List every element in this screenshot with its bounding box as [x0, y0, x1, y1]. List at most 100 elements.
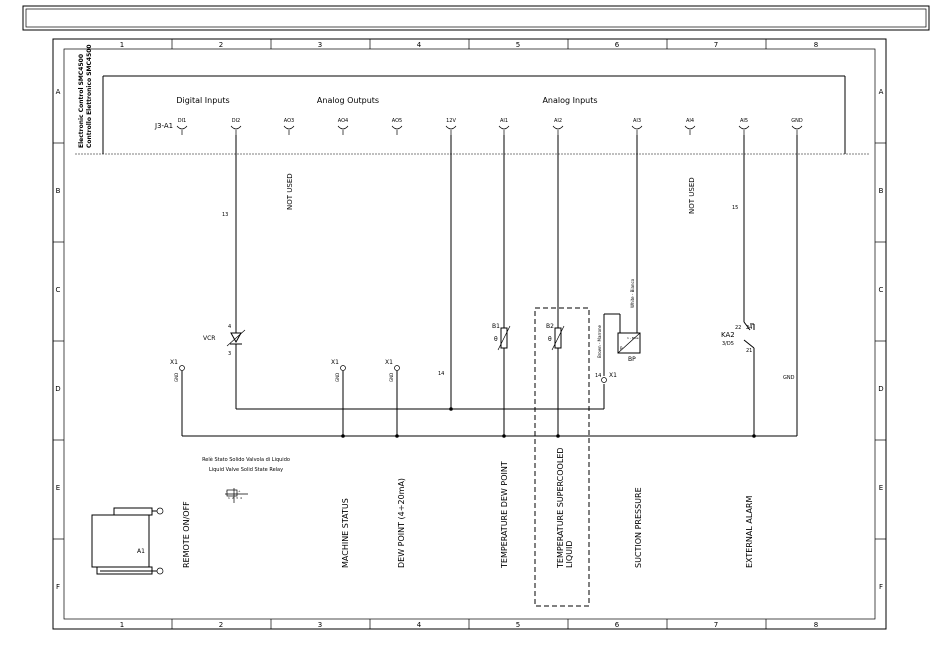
terminal-label: AI3	[633, 118, 641, 124]
controller-title-it: Controllo Elettronico SMC4500	[86, 44, 93, 148]
terminal-ao5: AO5	[391, 118, 403, 135]
b2-label: B2	[546, 323, 554, 330]
wire-number: 22	[735, 325, 741, 331]
terminal-strip: DI1 DI2 AO3 AO4 AO5 12V AI1 AI2	[176, 118, 803, 135]
bp-label: BP	[628, 356, 636, 363]
ka2-label: KA2	[721, 331, 735, 339]
cable-bp-label: White - Bianco	[630, 278, 635, 308]
not-used-label: NOT USED	[688, 177, 696, 214]
relay-pin-4: 4	[240, 496, 242, 500]
controller-title-en: Electronic Control SMC4500	[78, 54, 85, 148]
column-label-bottom: 4	[417, 621, 422, 629]
terminal-label: AI5	[740, 118, 748, 124]
row-label: D	[55, 385, 60, 393]
column-label-bottom: 6	[615, 621, 620, 629]
column-label: 1	[120, 41, 124, 49]
a1-label: A1	[137, 548, 145, 555]
row-label-right: B	[879, 187, 884, 195]
a1-module: A1	[91, 507, 164, 575]
relay-pin-minus: -	[226, 489, 227, 493]
terminal-di1: DI1	[176, 118, 188, 135]
row-label: F	[56, 583, 60, 591]
terminal-ai3: AI3	[631, 118, 643, 135]
wire-number: 3	[228, 351, 231, 357]
terminal-ao3: AO3	[283, 118, 295, 135]
row-label-right: D	[878, 385, 883, 393]
relay-pin-3: 3	[236, 496, 238, 500]
x1-terminal: X1 GND	[170, 359, 185, 382]
relay-caption-en: Liquid Valve Solid State Relay	[209, 467, 283, 473]
function-remote-on-off: REMOTE ON/OFF	[182, 501, 191, 568]
group-label-analog-outputs: Analog Outputs	[317, 96, 379, 105]
row-label: B	[56, 187, 61, 195]
x1-gnd-label: GND	[335, 373, 340, 382]
b2-sensor: B2 θ	[546, 323, 565, 351]
x1-label: X1	[609, 372, 617, 379]
terminal-label: GND	[791, 118, 803, 124]
x1-gnd-label: GND	[389, 373, 394, 382]
not-used-label: NOT USED	[286, 173, 294, 210]
bp-transducer: 1 - Blue P BP White - Bianco Brown - Mar…	[597, 278, 641, 363]
column-label: 4	[417, 41, 422, 49]
row-label: E	[56, 484, 60, 492]
terminal-ai4: AI4	[684, 118, 696, 135]
row-label-right: C	[879, 286, 884, 294]
terminal-label: AI4	[686, 118, 694, 124]
vcr-component: VCR	[203, 325, 246, 352]
x1-terminals: X1 GND X1 GND X1 GND X1	[170, 359, 617, 383]
b2-theta: θ	[548, 336, 552, 343]
x1-gnd-label: GND	[174, 373, 179, 382]
x1-terminal: X1 GND	[385, 359, 400, 382]
row-labels: A B C D E F A B C D E F	[55, 88, 883, 591]
bp-pin-wire: 1 - Blue	[627, 336, 639, 340]
terminal-ao4: AO4	[337, 118, 349, 135]
wire-number: 24	[746, 325, 752, 331]
terminal-di2: DI2	[230, 118, 242, 135]
relay-pin-plus: +	[238, 489, 241, 493]
function-temperature-supercooled: TEMPERATURE SUPERCOOLED	[556, 447, 565, 569]
x1-terminal: X1	[601, 372, 617, 383]
ka2-contact: KA2 3/D5	[721, 323, 755, 349]
row-label-right: A	[879, 88, 884, 96]
terminal-gnd: GND	[791, 118, 803, 135]
wire-number: 21	[746, 348, 752, 354]
x1-label: X1	[170, 359, 178, 366]
column-label: 6	[615, 41, 620, 49]
relay-caption-it: Relè Stato Solido Valvola di Liquido	[202, 456, 290, 463]
terminal-label: DI1	[178, 118, 187, 124]
column-label-bottom: 2	[219, 621, 223, 629]
group-label-digital-inputs: Digital Inputs	[176, 96, 229, 105]
column-label-bottom: 5	[516, 621, 520, 629]
connector-label: J3-A1	[154, 122, 173, 130]
controller-block: Electronic Control SMC4500 Controllo Ele…	[75, 44, 870, 155]
supercooled-enclosure	[534, 307, 590, 607]
function-liquid: LIQUID	[565, 541, 574, 569]
cable-b2-label: Brown - Marrone	[597, 324, 602, 358]
b1-theta: θ	[494, 336, 498, 343]
terminal-label: AO5	[392, 118, 402, 124]
column-label: 7	[714, 41, 718, 49]
solid-state-relay-caption: Relè Stato Solido Valvola di Liquido Liq…	[202, 456, 290, 503]
row-label: A	[56, 88, 61, 96]
wire-number: 14	[438, 371, 444, 377]
column-label-bottom: 1	[120, 621, 124, 629]
row-label-right: E	[879, 484, 883, 492]
terminal-ai1: AI1	[498, 118, 510, 135]
wire-number: GND	[783, 375, 795, 381]
function-temperature-dew-point: TEMPERATURE DEW POINT	[500, 461, 509, 569]
row-dividers	[53, 142, 886, 540]
function-dew-point: DEW POINT (4÷20mA)	[397, 478, 406, 568]
function-suction-pressure: SUCTION PRESSURE	[634, 487, 643, 568]
ka2-ref: 3/D5	[722, 341, 734, 347]
wire-number: 15	[732, 205, 738, 211]
relay-pin-1: 1	[228, 496, 230, 500]
terminal-label: AO3	[284, 118, 294, 124]
b1-sensor: B1 θ	[492, 323, 511, 351]
row-label-right: F	[879, 583, 883, 591]
group-label-analog-inputs: Analog Inputs	[542, 96, 597, 105]
terminal-label: AI2	[554, 118, 562, 124]
terminal-label: DI2	[232, 118, 241, 124]
b1-label: B1	[492, 323, 500, 330]
relay-pin-2: 2	[232, 496, 234, 500]
